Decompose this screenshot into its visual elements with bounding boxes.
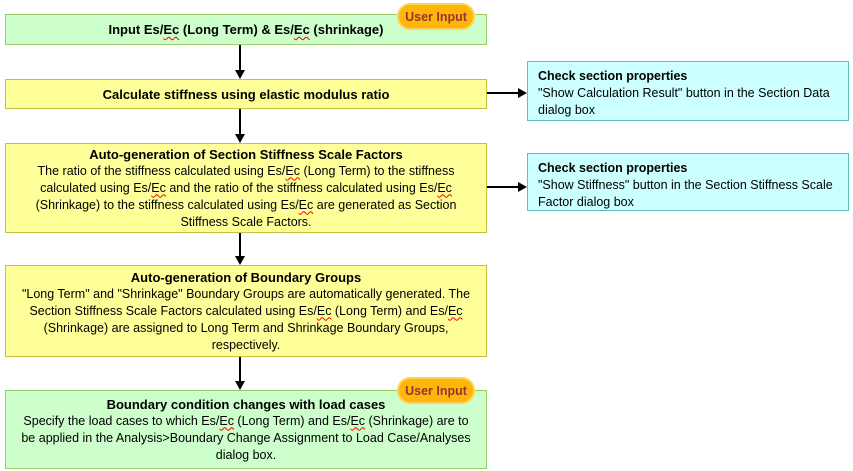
user-input-badge: User Input <box>397 377 475 404</box>
step-calculate-stiffness: Calculate stiffness using elastic modulu… <box>5 79 487 109</box>
note-body: "Show Calculation Result" button in the … <box>538 86 830 117</box>
note-check-section-properties-2: Check section properties "Show Stiffness… <box>527 153 849 211</box>
step-title: Boundary condition changes with load cas… <box>106 396 386 412</box>
step-title: Input Es/Ec (Long Term) & Es/Ec (shrinka… <box>108 22 384 37</box>
arrow-line <box>239 45 241 71</box>
step-body: "Long Term" and "Shrinkage" Boundary Gro… <box>21 286 471 352</box>
arrow-line <box>239 357 241 382</box>
arrow-head-right-icon <box>518 182 527 192</box>
arrow-head-down-icon <box>235 134 245 143</box>
step-body: Specify the load cases to which Es/Ec (L… <box>21 413 471 462</box>
step-title: Calculate stiffness using elastic modulu… <box>102 86 390 102</box>
user-input-badge: User Input <box>397 3 475 30</box>
note-title: Check section properties <box>538 161 688 175</box>
arrow-head-down-icon <box>235 70 245 79</box>
step-title: Auto-generation of Boundary Groups <box>130 269 362 285</box>
arrow-line <box>487 186 519 188</box>
step-title: Auto-generation of Section Stiffness Sca… <box>89 146 403 162</box>
arrow-head-down-icon <box>235 256 245 265</box>
step-body: The ratio of the stiffness calculated us… <box>35 163 457 229</box>
arrow-line <box>239 109 241 135</box>
arrow-head-down-icon <box>235 381 245 390</box>
note-title: Check section properties <box>538 69 688 83</box>
arrow-head-right-icon <box>518 88 527 98</box>
arrow-line <box>487 92 519 94</box>
note-check-section-properties-1: Check section properties "Show Calculati… <box>527 61 849 121</box>
arrow-line <box>239 233 241 257</box>
step-autogen-boundary-groups: Auto-generation of Boundary Groups "Long… <box>5 265 487 357</box>
step-autogen-scale-factors: Auto-generation of Section Stiffness Sca… <box>5 143 487 233</box>
note-body: "Show Stiffness" button in the Section S… <box>538 178 833 209</box>
